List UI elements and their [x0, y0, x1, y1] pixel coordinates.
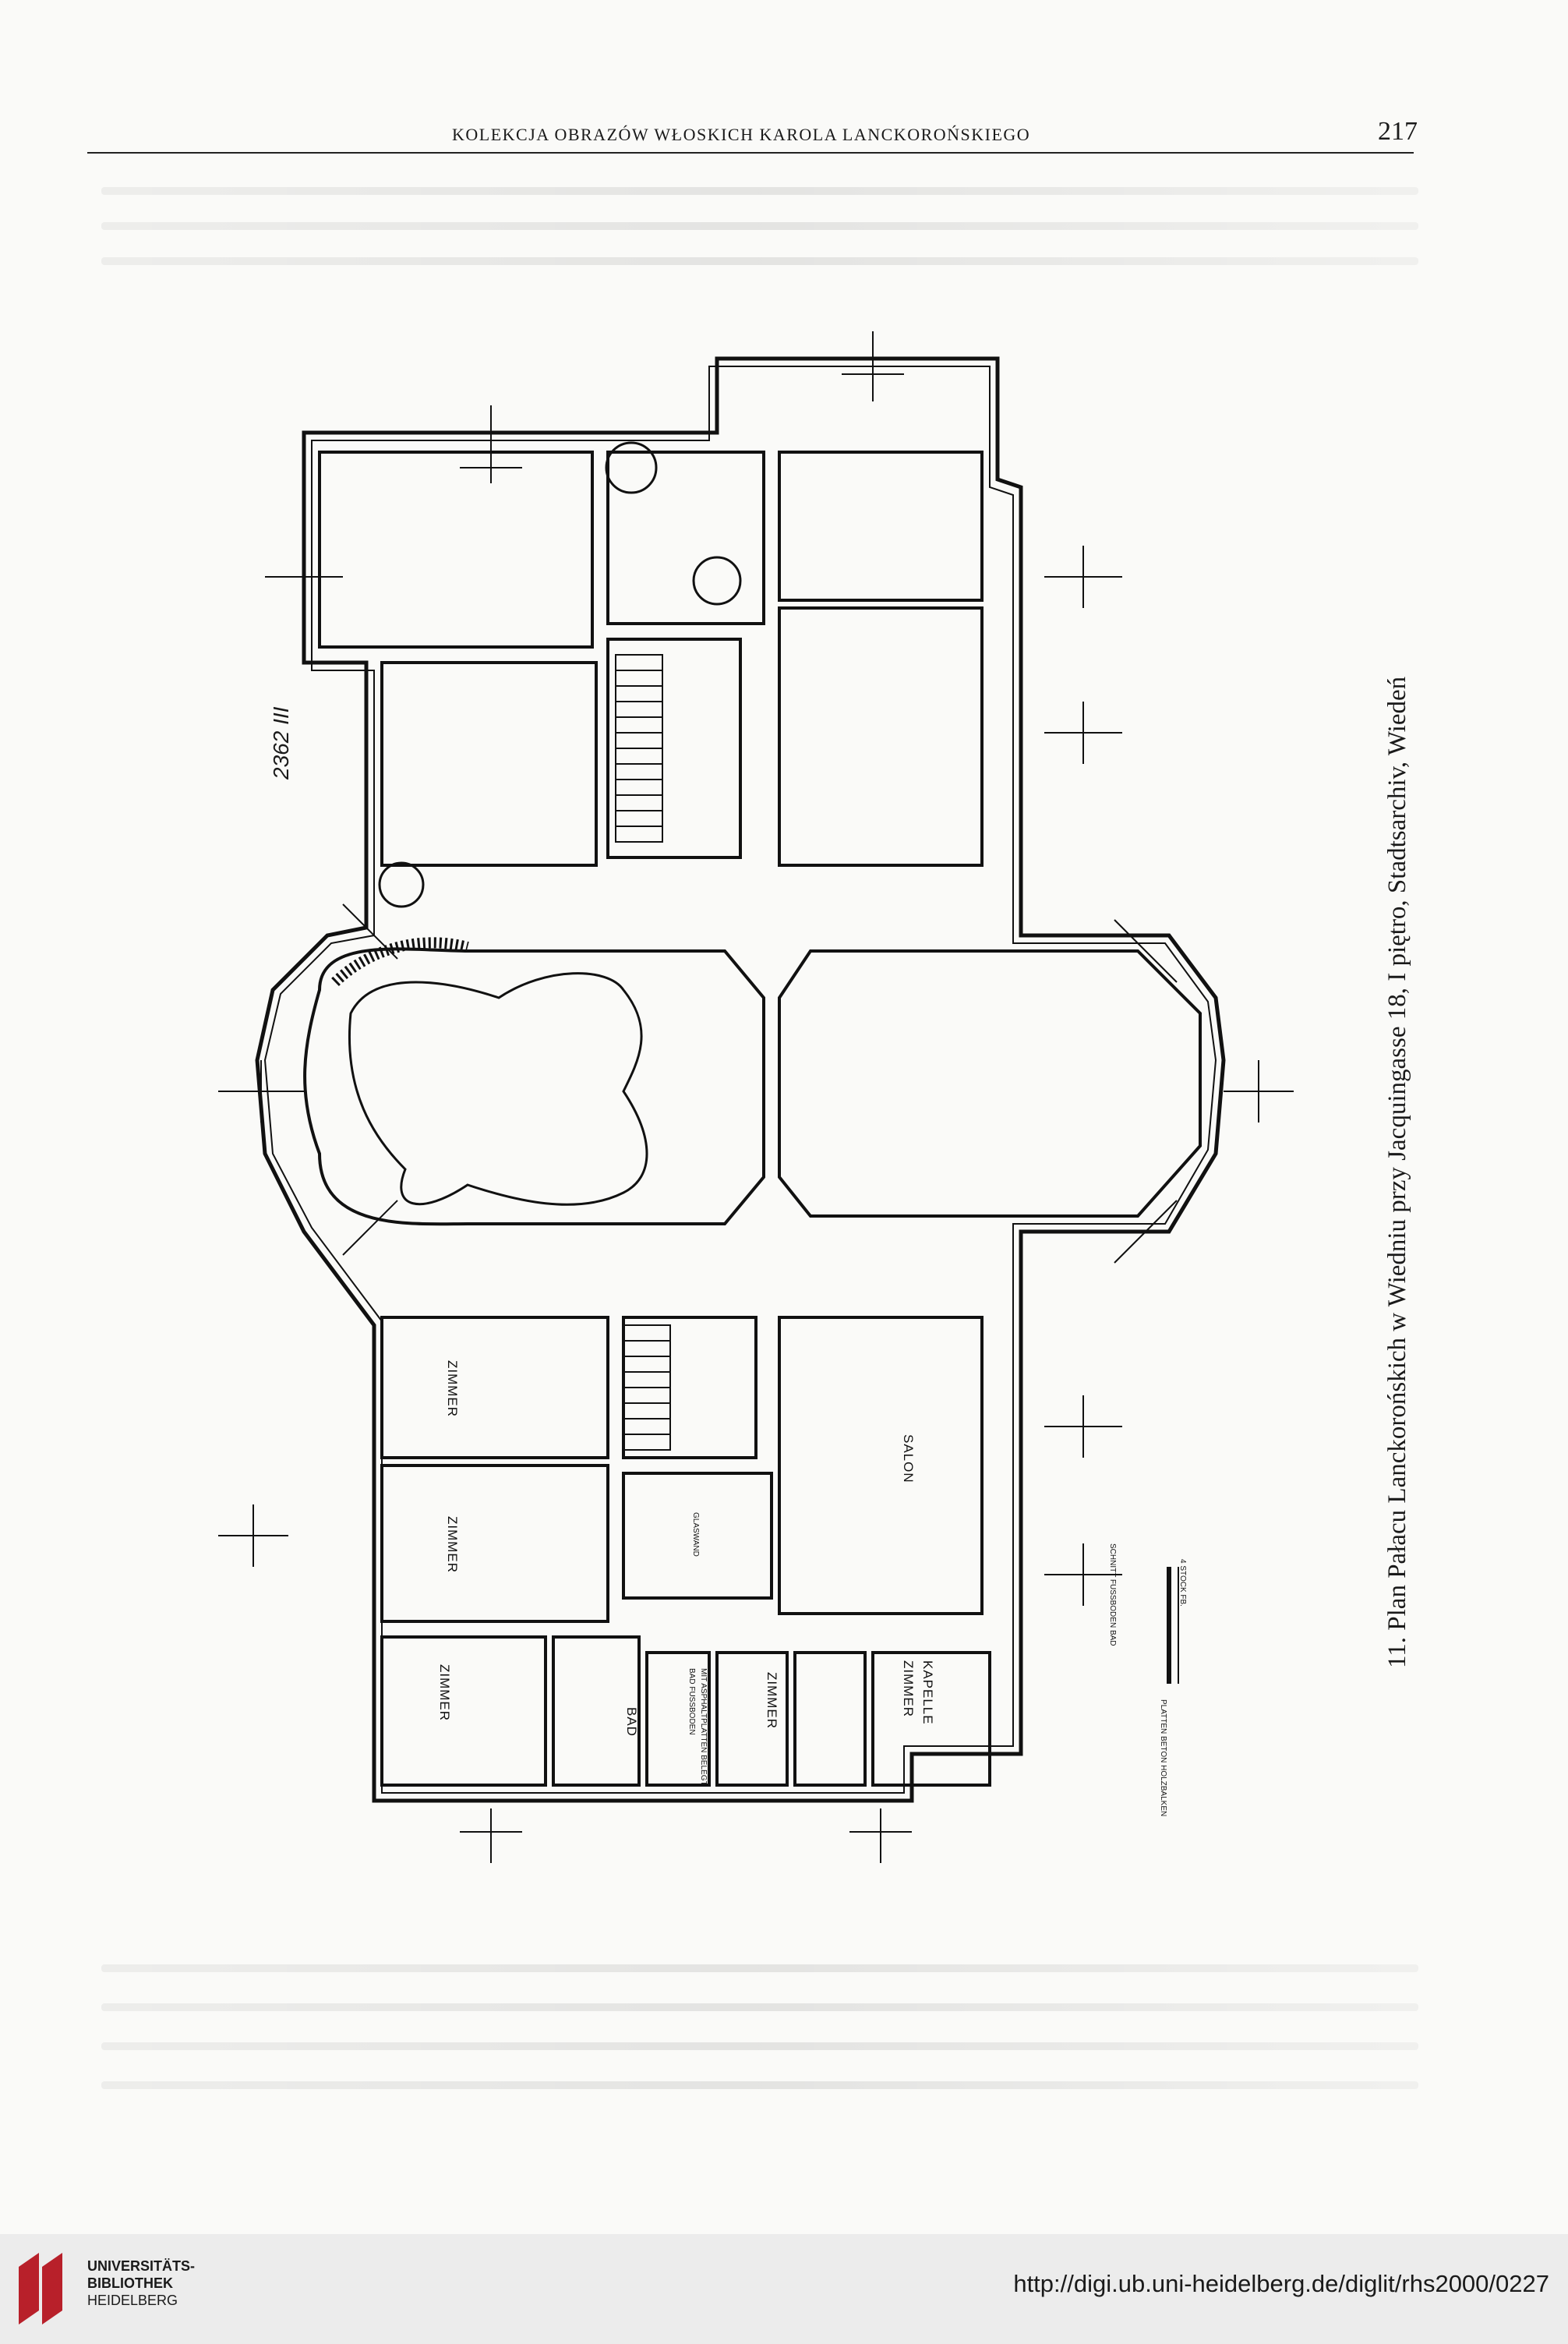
room-label-kapelle: KAPELLE: [920, 1660, 935, 1725]
spiral-stairs: [378, 441, 742, 908]
floor-plan-figure: ZIMMER ZIMMER ZIMMER BAD BAD FUSSBODEN M…: [218, 331, 1294, 1863]
room-labels: ZIMMER ZIMMER ZIMMER BAD BAD FUSSBODEN M…: [437, 1360, 1187, 1816]
library-name: UNIVERSITÄTS- BIBLIOTHEK HEIDELBERG: [87, 2258, 196, 2308]
section-note: SCHNITT FUSSBODEN BAD: [1108, 1543, 1117, 1646]
university-library-logo-icon: [19, 2253, 62, 2325]
outer-wall: [255, 356, 1226, 1803]
running-title: KOLEKCJA OBRAZÓW WŁOSKICH KAROLA LANCKOR…: [452, 125, 1031, 144]
section-sub-note: 4 STOCK FB.: [1178, 1559, 1187, 1607]
octagonal-salon: [778, 949, 1202, 1218]
room-label-zimmer: ZIMMER: [445, 1360, 460, 1417]
great-hall: [303, 937, 765, 1226]
bleed-through-line: [101, 2003, 1418, 2011]
archive-mark: 2362 III: [269, 706, 293, 780]
section-detail: [1167, 1567, 1179, 1684]
interior-walls: [318, 451, 991, 1787]
room-label-bad-fussboden: BAD FUSSBODEN: [687, 1668, 696, 1735]
figure-caption: 11. Plan Pałacu Lanckorońskich w Wiedniu…: [1383, 676, 1411, 1668]
room-label-bad: BAD: [624, 1707, 639, 1737]
room-label-zimmer: ZIMMER: [765, 1672, 779, 1729]
bleed-through-line: [101, 2081, 1418, 2089]
room-label-zimmer: ZIMMER: [437, 1664, 452, 1721]
room-label-bad-note: MIT ASPHALTPLATTEN BELEGT: [699, 1668, 708, 1786]
footer-bar: UNIVERSITÄTS- BIBLIOTHEK HEIDELBERG http…: [0, 2234, 1568, 2344]
bleed-through-line: [101, 187, 1418, 195]
room-label-glaswand: GLASWAND: [691, 1512, 700, 1557]
bleed-through-line: [101, 222, 1418, 230]
page-number: 217: [1378, 117, 1418, 146]
bleed-through-line: [101, 2042, 1418, 2050]
source-url-link[interactable]: http://digi.ub.uni-heidelberg.de/diglit/…: [1013, 2270, 1549, 2297]
header-rule: [87, 152, 1414, 154]
section-legend: PLATTEN BETON HOLZBALKEN: [1159, 1699, 1167, 1816]
room-label-zimmer: ZIMMER: [445, 1516, 460, 1573]
room-label-salon: SALON: [901, 1434, 916, 1483]
axis-marks: [218, 331, 1294, 1863]
bleed-through-line: [101, 257, 1418, 265]
room-label-zimmer: ZIMMER: [901, 1660, 916, 1717]
bleed-through-line: [101, 1964, 1418, 1972]
staircase: [615, 654, 671, 1451]
